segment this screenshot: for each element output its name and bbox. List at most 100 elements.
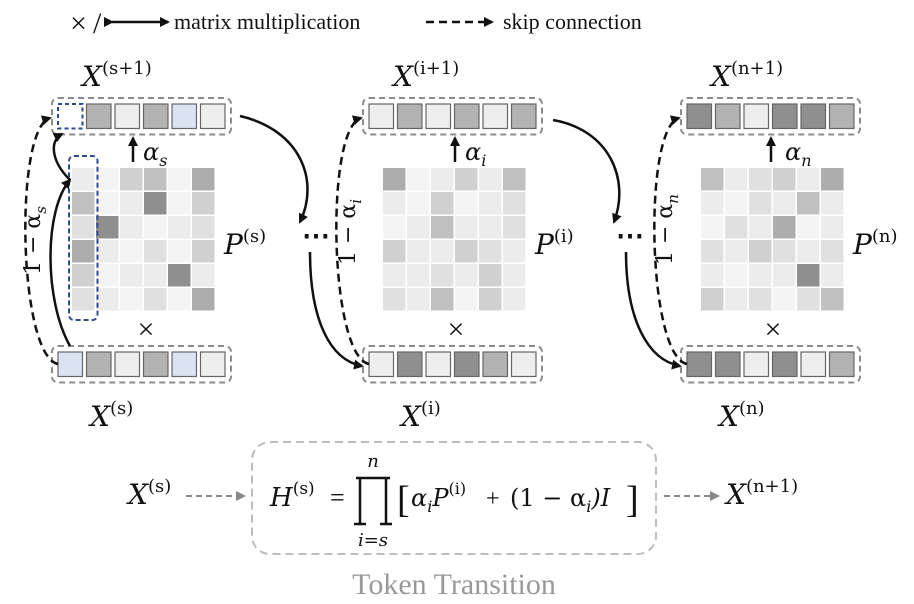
matrix-cell <box>701 192 724 215</box>
matrix-cell <box>725 168 748 191</box>
matrix-cell <box>144 192 167 215</box>
skip-connection-arrow <box>653 115 688 366</box>
x-top-row-frame <box>51 97 232 136</box>
block-n: X(n+1)X(n)P(n)αn×1 − αn <box>653 58 897 433</box>
matrix-cell <box>455 288 478 311</box>
matrix-cell <box>72 240 95 263</box>
formula-lhs: H(s) <box>269 479 315 513</box>
token-cell <box>85 103 112 130</box>
x-bottom-label: X(i) <box>399 398 441 433</box>
token-cell <box>57 351 84 378</box>
skip-label: 1 − αn <box>653 194 682 265</box>
matrix-cell <box>72 168 95 191</box>
token-cell <box>743 351 770 378</box>
matrix-cell <box>821 264 844 287</box>
matrix-cell <box>503 168 526 191</box>
matrix-cell <box>192 288 215 311</box>
x-top-label: X(i+1) <box>391 58 459 93</box>
matrix-cell <box>479 216 502 239</box>
matrix-cell <box>168 192 191 215</box>
product-symbol <box>354 476 392 526</box>
matrix-cell <box>773 264 796 287</box>
matrix-cell <box>407 240 430 263</box>
matrix-cell <box>701 240 724 263</box>
x-top-row <box>680 97 861 136</box>
highlight-column <box>68 155 99 321</box>
matrix-cell <box>168 240 191 263</box>
matrix-cell <box>725 264 748 287</box>
matrix-cell <box>192 240 215 263</box>
token-cell <box>199 103 226 130</box>
matrix-cell <box>773 240 796 263</box>
matrix-cell <box>749 240 772 263</box>
token-cell <box>142 351 169 378</box>
matrix-cell <box>168 264 191 287</box>
token-cell <box>368 351 395 378</box>
token-cell <box>171 103 198 130</box>
token-cell <box>114 103 141 130</box>
matrix-cell <box>120 264 143 287</box>
token-cell <box>714 351 741 378</box>
x-bottom-row <box>362 345 543 384</box>
x-bottom-row-frame <box>51 345 232 384</box>
token-cell <box>57 103 84 130</box>
matrix-cell <box>144 288 167 311</box>
token-cell <box>771 351 798 378</box>
p-label: P(n) <box>852 226 897 261</box>
matrix-cell <box>773 216 796 239</box>
token-cell <box>482 103 509 130</box>
x-top-row <box>51 97 232 136</box>
matrix-cell <box>383 264 406 287</box>
matrix-cell <box>455 192 478 215</box>
matrix-cell <box>72 288 95 311</box>
legend-slash: / <box>93 7 102 40</box>
matrix-cell <box>797 240 820 263</box>
blocks: X(s+1)X(s)P(s)αs×1 − αsX(i+1)X(i)P(i)αi×… <box>21 58 897 433</box>
matrix-cell <box>431 192 454 215</box>
matrix-cell <box>120 192 143 215</box>
matrix-cell <box>120 216 143 239</box>
matrix-cell <box>407 216 430 239</box>
token-cell <box>800 103 827 130</box>
matrix-cell <box>479 264 502 287</box>
alpha-label: αn <box>785 138 812 170</box>
x-bottom-label: X(n) <box>717 398 765 433</box>
token-cell <box>425 351 452 378</box>
block-i: X(i+1)X(i)P(i)αi×1 − αi <box>335 58 574 433</box>
ellipsis-1: ⋯ <box>302 221 330 252</box>
matrix-cell <box>383 288 406 311</box>
matrix-cell <box>120 288 143 311</box>
matrix-cell <box>701 264 724 287</box>
matrix-cell <box>701 288 724 311</box>
x-top-row <box>362 97 543 136</box>
matrix-cell <box>503 192 526 215</box>
transition-arrow-4 <box>624 251 682 370</box>
formula-term2: (1 − αi)I <box>510 484 611 516</box>
token-cell <box>85 351 112 378</box>
matrix-cell <box>120 240 143 263</box>
matrix-cell <box>455 240 478 263</box>
matrix-cell <box>383 240 406 263</box>
token-cell <box>828 351 855 378</box>
matrix-cell <box>144 240 167 263</box>
matrix-cell <box>431 288 454 311</box>
matrix-cell <box>168 288 191 311</box>
x-top-label: X(n+1) <box>709 58 783 93</box>
matrix-cell <box>479 240 502 263</box>
matrix-cell <box>168 216 191 239</box>
matrix-cell <box>725 240 748 263</box>
matrix-cell <box>797 264 820 287</box>
token-cell <box>828 103 855 130</box>
matrix-cell <box>797 168 820 191</box>
matrix-cell <box>168 168 191 191</box>
matrix-cell <box>749 192 772 215</box>
matrix-cell <box>821 168 844 191</box>
token-cell <box>771 103 798 130</box>
attention-matrix <box>68 155 215 321</box>
formula-input: X(s) <box>126 476 171 511</box>
matrix-cell <box>192 264 215 287</box>
matrix-cell <box>479 192 502 215</box>
formula-close-bracket: ] <box>626 479 639 521</box>
matrix-cell <box>96 288 119 311</box>
